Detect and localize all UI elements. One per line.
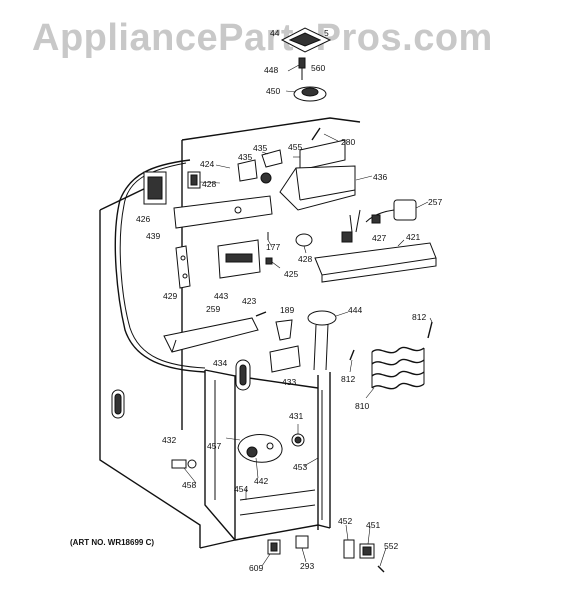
part-293 xyxy=(295,535,309,549)
part-189 xyxy=(275,319,293,341)
label-428a: 428 xyxy=(202,179,216,189)
label-44: 44 xyxy=(270,28,280,38)
label-259: 259 xyxy=(206,304,220,314)
label-455: 455 xyxy=(288,142,302,152)
label-452: 452 xyxy=(338,516,352,526)
heater-wire-812b xyxy=(349,349,355,361)
label-453: 453 xyxy=(293,462,307,472)
label-448: 448 xyxy=(264,65,278,75)
leader-lines xyxy=(183,64,433,567)
screw-part xyxy=(298,57,306,80)
bolt-423 xyxy=(255,311,267,317)
switch-part xyxy=(237,149,283,184)
label-609: 609 xyxy=(249,563,263,573)
label-443: 443 xyxy=(214,291,228,301)
part-432 xyxy=(171,459,197,469)
label-457: 457 xyxy=(207,441,221,451)
light-shield-part xyxy=(280,27,332,53)
label-189: 189 xyxy=(280,305,294,315)
label-280: 280 xyxy=(341,137,355,147)
label-426: 426 xyxy=(136,214,150,224)
hinge-bracket-part xyxy=(343,539,355,559)
mounting-plate-part xyxy=(217,239,261,279)
label-5: 5 xyxy=(324,28,329,38)
shelf-support-part xyxy=(163,317,259,353)
sensor-part xyxy=(341,209,381,243)
label-257: 257 xyxy=(428,197,442,207)
label-424: 424 xyxy=(200,159,214,169)
control-housing-part xyxy=(279,165,356,211)
damper-part xyxy=(237,434,283,463)
art-number: (ART NO. WR18699 C) xyxy=(70,538,154,547)
mount-bracket-part xyxy=(175,245,191,289)
part-433 xyxy=(269,345,301,373)
part-609 xyxy=(267,539,281,555)
label-812b: 812 xyxy=(341,374,355,384)
label-431: 431 xyxy=(289,411,303,421)
knob-part xyxy=(295,233,313,247)
label-428b: 428 xyxy=(298,254,312,264)
label-552: 552 xyxy=(384,541,398,551)
label-454: 454 xyxy=(234,484,248,494)
label-434: 434 xyxy=(213,358,227,368)
label-812a: 812 xyxy=(412,312,426,322)
heater-wire-812 xyxy=(427,321,433,339)
label-432: 432 xyxy=(162,435,176,445)
terminal-block-part xyxy=(143,171,167,205)
label-442: 442 xyxy=(254,476,268,486)
label-444: 444 xyxy=(348,305,362,315)
light-housing-part xyxy=(299,139,346,171)
light-socket-part xyxy=(293,86,327,102)
bracket-part xyxy=(173,195,273,229)
screw-552 xyxy=(377,565,385,573)
part-431 xyxy=(291,433,305,447)
label-436: 436 xyxy=(373,172,387,182)
label-433: 433 xyxy=(282,377,296,387)
duct-part xyxy=(314,242,437,283)
drain-tube-part xyxy=(307,310,337,371)
label-458: 458 xyxy=(182,480,196,490)
clip-425 xyxy=(265,257,273,265)
cabinet-frame xyxy=(99,117,361,549)
part-434 xyxy=(235,359,251,391)
label-423: 423 xyxy=(242,296,256,306)
label-435b: 435 xyxy=(238,152,252,162)
part-451 xyxy=(359,543,375,559)
screw-280 xyxy=(311,127,321,141)
label-451: 451 xyxy=(366,520,380,530)
watermark: AppliancePartsPros.com xyxy=(32,17,493,59)
label-450: 450 xyxy=(266,86,280,96)
label-421: 421 xyxy=(406,232,420,242)
connector-part xyxy=(187,171,201,189)
defrost-heater-part xyxy=(371,346,425,390)
label-810: 810 xyxy=(355,401,369,411)
label-293: 293 xyxy=(300,561,314,571)
label-439: 439 xyxy=(146,231,160,241)
label-435a: 435 xyxy=(253,143,267,153)
part-labels: 44 5 448 560 450 280 435 455 424 435 428… xyxy=(136,28,442,573)
label-177: 177 xyxy=(266,242,280,252)
wire-harness xyxy=(114,159,206,373)
label-429: 429 xyxy=(163,291,177,301)
label-427: 427 xyxy=(372,233,386,243)
label-560: 560 xyxy=(311,63,325,73)
label-425: 425 xyxy=(284,269,298,279)
